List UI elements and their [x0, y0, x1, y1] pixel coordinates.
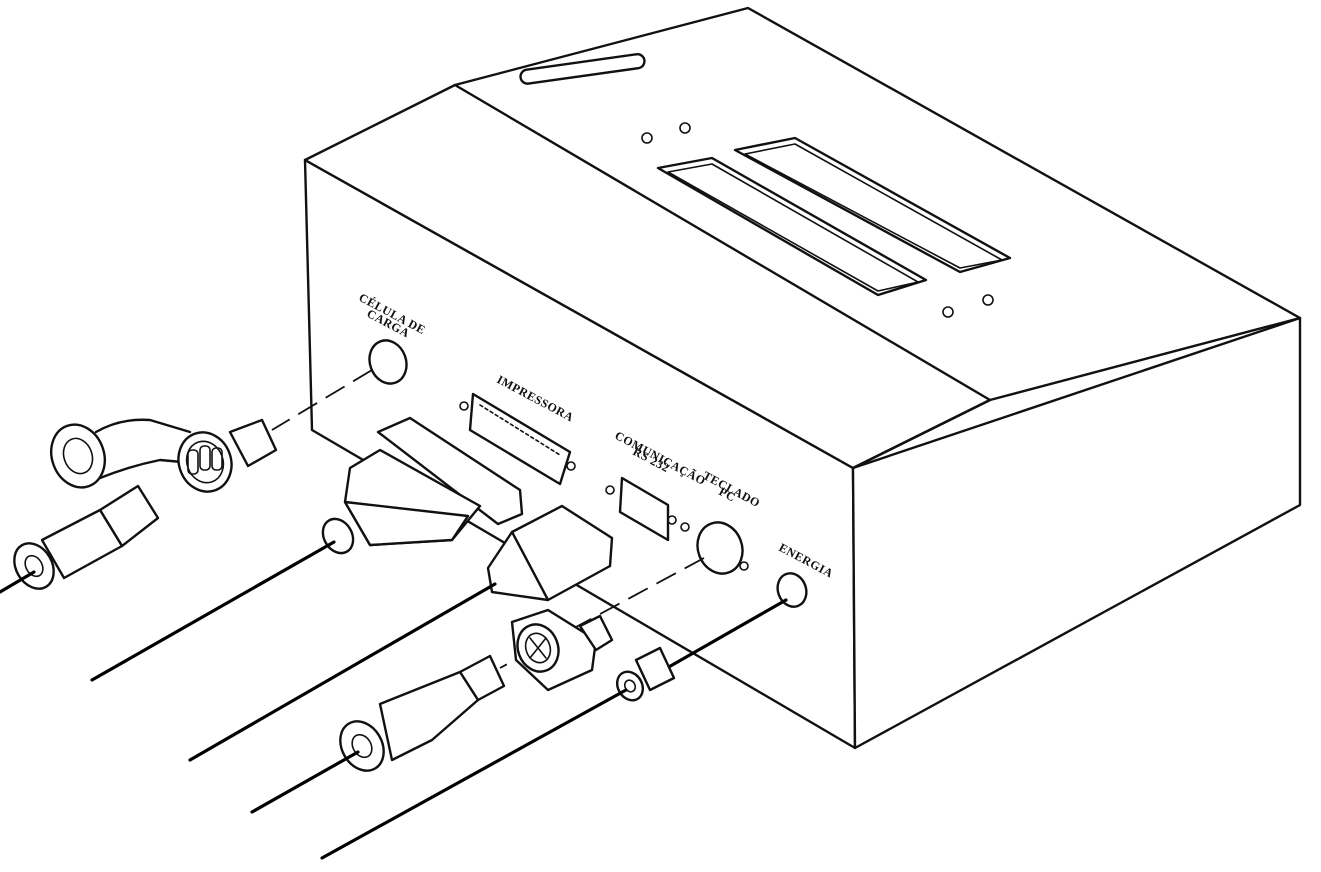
- port-impressora: [468, 392, 572, 486]
- side-panel: [851, 316, 1302, 750]
- load-cell-connector: [0, 418, 278, 594]
- printer-connector: [90, 416, 524, 682]
- rs232-connector: [188, 504, 614, 762]
- top-slot: [519, 53, 646, 85]
- slope-crease: [453, 83, 992, 402]
- port-energia: [776, 572, 808, 608]
- power-connector: [320, 598, 788, 860]
- display-right: [733, 136, 1012, 274]
- display-left: [656, 156, 928, 297]
- screw-icon: [679, 122, 691, 134]
- port-teclado: [696, 521, 744, 575]
- screw-icon: [641, 132, 653, 144]
- front-ports: [368, 339, 808, 608]
- screw-icon: [982, 294, 994, 306]
- port-celula: [368, 339, 408, 385]
- keyboard-connector: [250, 608, 614, 814]
- screw-icon: [942, 306, 954, 318]
- enclosure: [303, 6, 1302, 750]
- alignment-line-celula: [271, 369, 373, 431]
- port-rs232: [618, 476, 670, 542]
